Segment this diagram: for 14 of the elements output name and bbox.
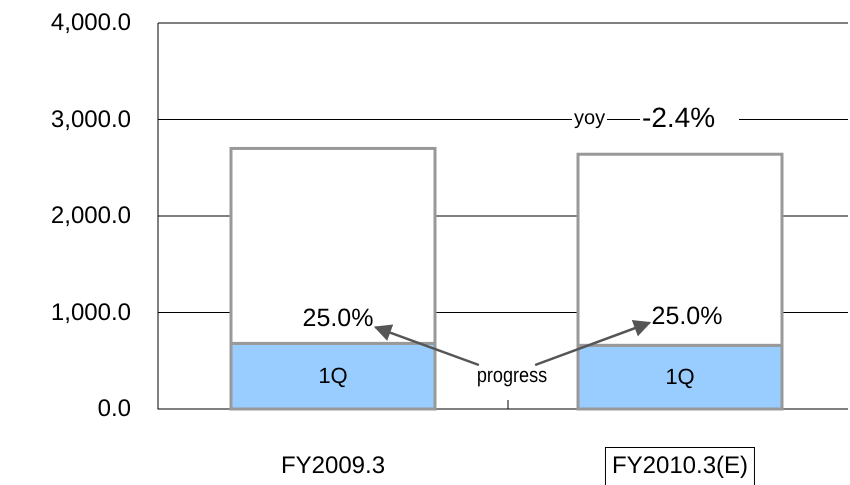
percent-label: 25.0% — [652, 304, 722, 329]
category-label: FY2009.3 — [280, 454, 386, 478]
arrow — [374, 324, 480, 366]
axis-tick-label: 4,000.0 — [50, 11, 131, 35]
arrow — [534, 320, 652, 366]
axis-tick-label: 3,000.0 — [50, 108, 131, 132]
category-label: FY2010.3(E) — [604, 447, 756, 485]
axis-tick-label: 2,000.0 — [50, 204, 131, 228]
axis-tick-label: 1,000.0 — [50, 300, 131, 324]
segment-label: 1Q — [317, 365, 349, 388]
percent-label: 25.0% — [302, 306, 374, 331]
segment-label: 1Q — [664, 366, 696, 388]
axis-tick-label: 0.0 — [98, 397, 131, 421]
annotation-text: progress — [476, 365, 548, 386]
